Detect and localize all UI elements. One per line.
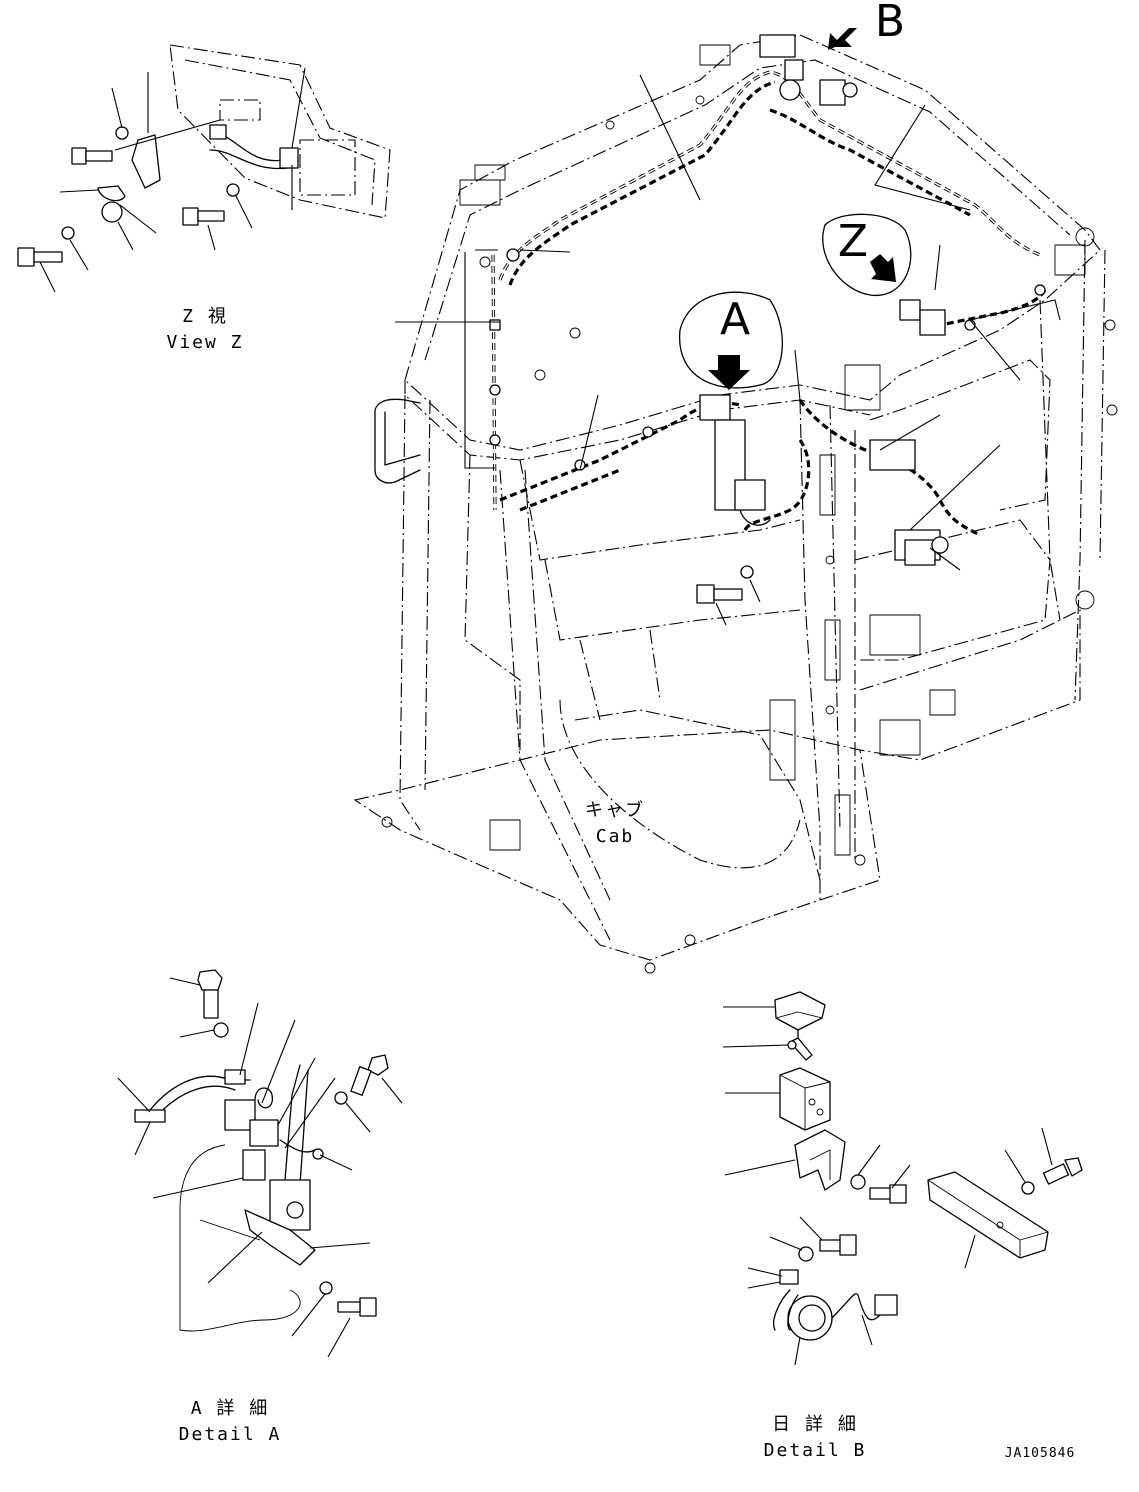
view-z-label-jp: Z 視 <box>182 306 228 327</box>
view-z-bolt-1 <box>71 147 113 165</box>
cab-left-post <box>399 394 431 831</box>
detail-b-label-jp: 日 詳 細 <box>772 1414 858 1435</box>
view-marker-b-letter: B <box>874 0 906 47</box>
detail-b-drawing <box>722 991 1083 1366</box>
view-z-label-en: View Z <box>166 332 244 353</box>
wire-harness <box>464 34 1047 604</box>
detail-b-u-bracket <box>794 1129 846 1191</box>
connector-a <box>699 394 731 421</box>
detail-a-label-jp: A 詳 細 <box>190 1398 270 1419</box>
main-leader-lines <box>395 74 1061 626</box>
view-z-connector <box>279 147 299 169</box>
detail-a-label-en: Detail A <box>178 1424 282 1445</box>
detail-b-bolt-1 <box>869 1184 907 1204</box>
detail-a-switch <box>242 1149 266 1181</box>
detail-a-drawing <box>117 969 403 1358</box>
cab-right-post <box>799 399 856 900</box>
view-z-drawing <box>17 44 391 293</box>
detail-b-label-en: Detail B <box>763 1440 867 1461</box>
cab-bolt <box>696 584 743 604</box>
cab-frame <box>353 34 1118 974</box>
view-marker-b <box>828 28 857 50</box>
cab-roof <box>404 34 1101 451</box>
cab-label-en: Cab <box>595 826 635 847</box>
view-z-bracket <box>131 134 161 189</box>
view-z-panel <box>169 44 391 219</box>
view-marker-z-letter: Z <box>837 216 869 267</box>
cab-floor <box>353 729 881 961</box>
view-marker-z <box>822 213 912 296</box>
detail-a-panel <box>179 1144 301 1332</box>
detail-a-bolt-right <box>350 1054 389 1096</box>
connector-b-top <box>759 34 796 58</box>
detail-b-bolt-2 <box>819 1234 857 1256</box>
handrail <box>374 398 421 484</box>
detail-a-bolt-top <box>197 969 223 1019</box>
detail-a-bolt-bottom <box>337 1297 377 1317</box>
detail-b-bolt-3 <box>1042 1157 1083 1185</box>
view-marker-a <box>679 291 783 390</box>
drawing-code: JA105846 <box>1004 1446 1076 1461</box>
view-z-bolt-3 <box>182 207 225 226</box>
cab-label-jp: キャブ <box>585 800 645 821</box>
detail-b-guard <box>927 1171 1049 1259</box>
view-z-bolt-2 <box>17 247 63 267</box>
view-marker-a-letter: A <box>719 294 751 345</box>
view-z-washer-1 <box>115 126 129 140</box>
harness-roof-main <box>498 70 1041 281</box>
detail-b-cap <box>774 991 826 1031</box>
view-z-clamp <box>97 185 126 202</box>
detail-b-connector <box>874 1294 898 1316</box>
